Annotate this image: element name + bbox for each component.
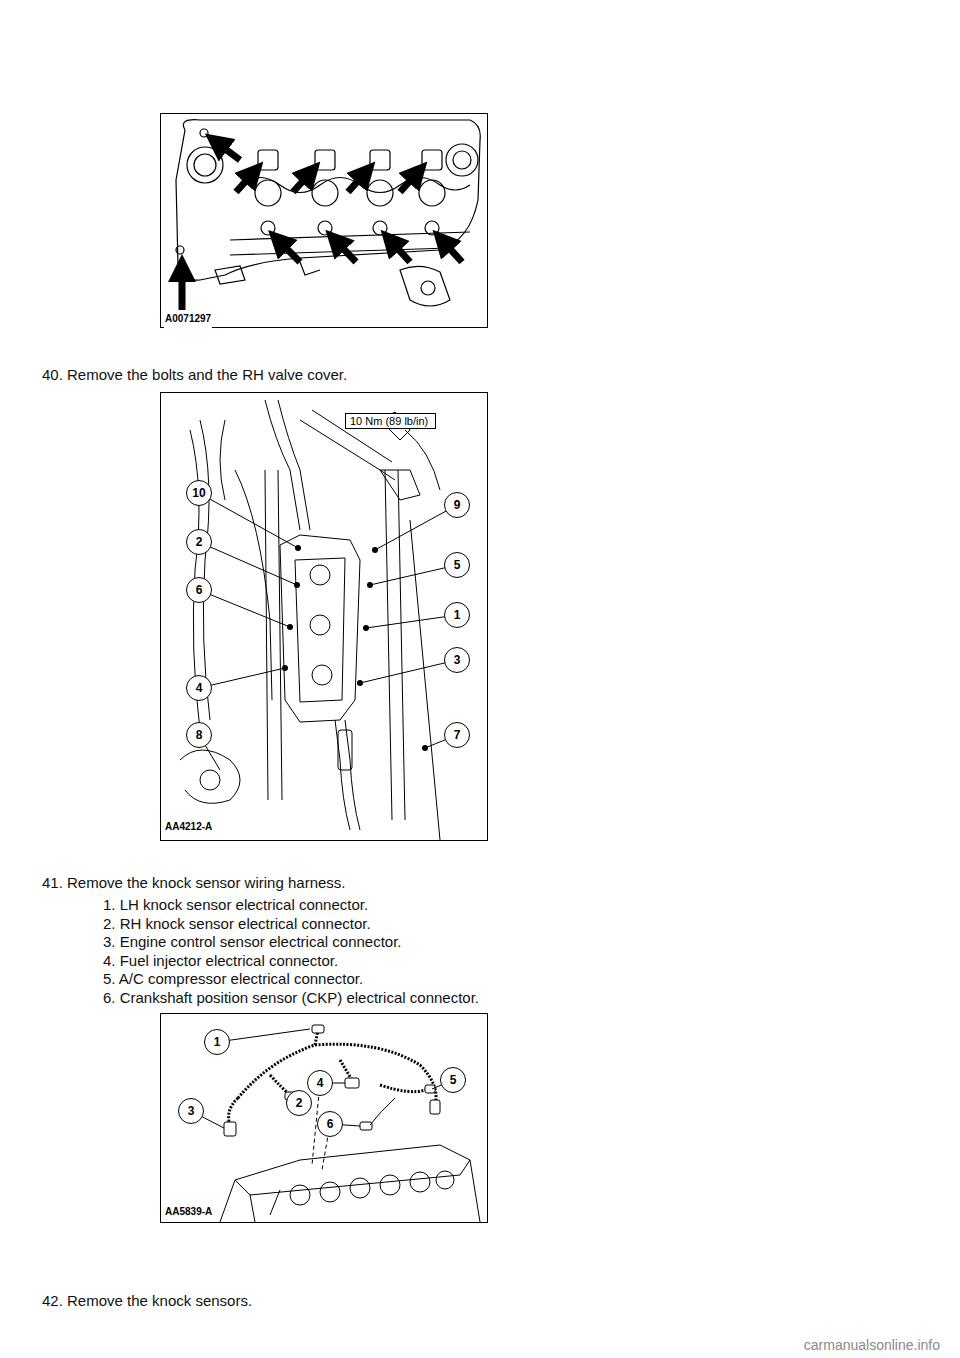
callout-number: 3 bbox=[178, 1098, 204, 1124]
figure-code: AA4212-A bbox=[164, 818, 213, 836]
callout-number: 4 bbox=[186, 675, 212, 701]
callout-text: 5 bbox=[454, 558, 461, 572]
step-text: 4. Fuel injector electrical connector. bbox=[103, 952, 338, 970]
callout-text: 2 bbox=[296, 1096, 303, 1110]
callout-text: 5 bbox=[450, 1073, 457, 1087]
callout-number: 5 bbox=[440, 1067, 466, 1093]
watermark: carmanualsonline.info bbox=[804, 1336, 940, 1354]
callout-number: 8 bbox=[186, 722, 212, 748]
callout-text: 3 bbox=[188, 1104, 195, 1118]
callout-text: 1 bbox=[214, 1035, 221, 1049]
callout-number: 6 bbox=[317, 1111, 343, 1137]
step-text: 1. LH knock sensor electrical connector. bbox=[103, 896, 368, 914]
callout-text: 7 bbox=[454, 728, 461, 742]
figure-code: AA5839-A bbox=[164, 1203, 213, 1221]
torque-box: 10 Nm (89 lb/in) bbox=[345, 413, 436, 429]
callout-text: 4 bbox=[196, 681, 203, 695]
callout-number: 4 bbox=[307, 1070, 333, 1096]
step-text: 5. A/C compressor electrical connector. bbox=[103, 970, 363, 988]
callout-text: 8 bbox=[196, 728, 203, 742]
callout-text: 3 bbox=[454, 653, 461, 667]
callout-number: 7 bbox=[444, 722, 470, 748]
step-text: 2. RH knock sensor electrical connector. bbox=[103, 915, 371, 933]
callout-text: 2 bbox=[196, 535, 203, 549]
step-text: 41. Remove the knock sensor wiring harne… bbox=[42, 874, 345, 892]
step-text: 6. Crankshaft position sensor (CKP) elec… bbox=[103, 989, 479, 1007]
callout-text: 9 bbox=[454, 498, 461, 512]
callout-number: 10 bbox=[186, 480, 212, 506]
step-text: 3. Engine control sensor electrical conn… bbox=[103, 933, 402, 951]
torque-spec: 10 Nm (89 lb/in) bbox=[350, 415, 428, 427]
callout-number: 9 bbox=[444, 492, 470, 518]
callout-number: 5 bbox=[444, 552, 470, 578]
callout-text: 6 bbox=[327, 1117, 334, 1131]
callout-number: 2 bbox=[186, 529, 212, 555]
callout-text: 10 bbox=[192, 486, 205, 500]
callout-number: 3 bbox=[444, 647, 470, 673]
step-text: 40. Remove the bolts and the RH valve co… bbox=[42, 366, 347, 384]
callout-text: 1 bbox=[454, 608, 461, 622]
callout-text: 6 bbox=[196, 583, 203, 597]
callout-number: 1 bbox=[444, 602, 470, 628]
callout-text: 4 bbox=[317, 1076, 324, 1090]
callout-number: 2 bbox=[286, 1090, 312, 1116]
step-text: 42. Remove the knock sensors. bbox=[42, 1292, 252, 1310]
callout-number: 6 bbox=[186, 577, 212, 603]
callout-number: 1 bbox=[204, 1029, 230, 1055]
figure-code: A0071297 bbox=[164, 310, 212, 328]
